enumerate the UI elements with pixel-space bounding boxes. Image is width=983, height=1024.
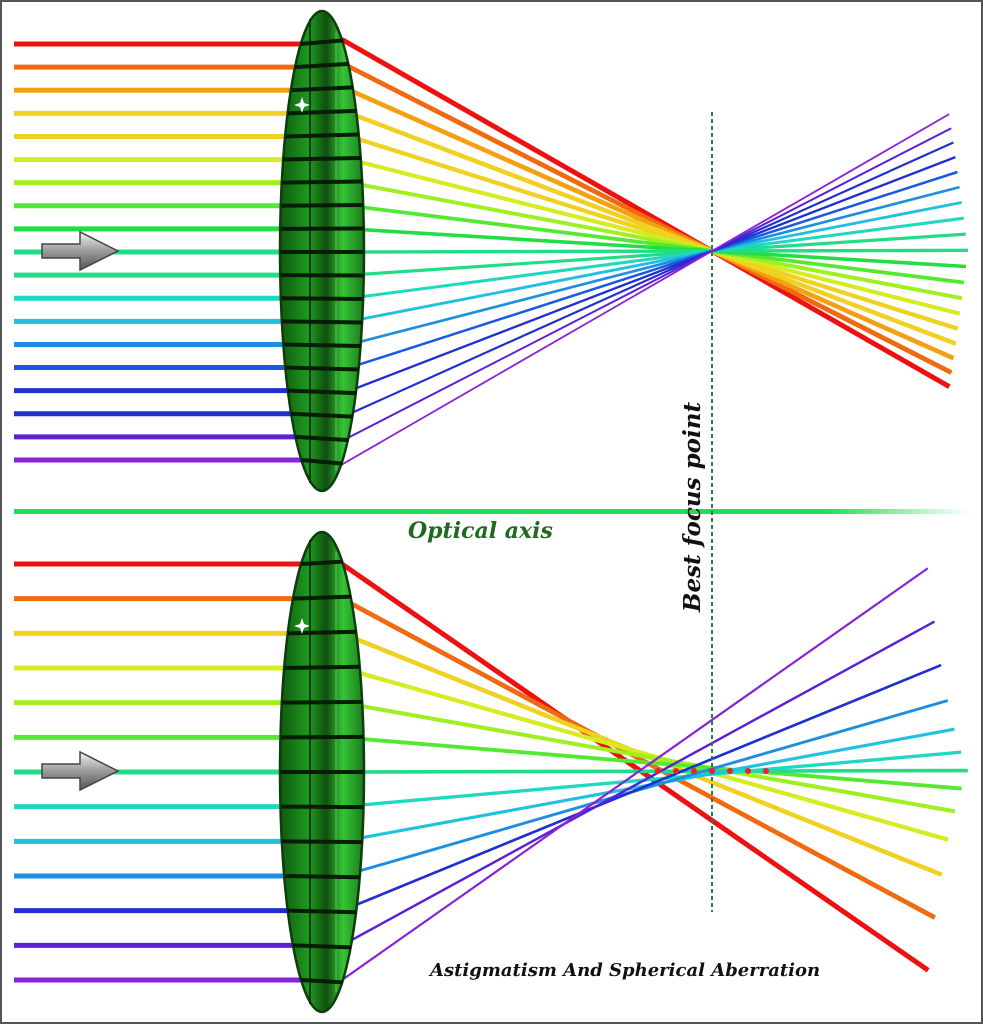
refracted-ray (341, 700, 956, 814)
refracted-ray (341, 131, 959, 331)
lens-ray-band (285, 365, 359, 372)
refracted-ray (340, 596, 936, 920)
lens-ray-band (287, 388, 357, 396)
optical-axis-label: Optical axis (408, 518, 553, 544)
lens-ray-band (281, 699, 363, 705)
refracted-ray (341, 663, 942, 912)
top-lens (278, 9, 366, 493)
lens-ray-band (292, 943, 352, 950)
refracted-ray (341, 179, 963, 301)
refracted-ray (341, 699, 949, 878)
lens-ray-band (284, 874, 360, 880)
refracted-ray (341, 620, 936, 947)
refracted-ray (341, 226, 967, 269)
refracted-ray (341, 155, 961, 316)
refracted-ray (341, 156, 956, 395)
refracted-ray (341, 248, 968, 254)
lens-ray-band (280, 202, 364, 208)
lens-ray-band (300, 559, 344, 566)
lens-ray-band (281, 319, 363, 325)
lens-ray-band (280, 296, 364, 302)
lens-ray-band (283, 155, 361, 162)
focus-dot (709, 768, 715, 774)
refracted-ray (340, 60, 953, 375)
refracted-ray (341, 84, 955, 361)
focus-dot (745, 768, 751, 774)
focus-dot (655, 768, 661, 774)
focus-dots (655, 768, 769, 774)
lens-ray-band (287, 108, 357, 116)
lens-ray-band (300, 38, 344, 46)
refracted-ray (341, 127, 952, 442)
refracted-ray (341, 216, 964, 301)
lens-ray-band (287, 908, 357, 915)
bottom-ray-bundle (14, 561, 968, 983)
right-arrow-icon (41, 230, 120, 272)
lens-ray-band (290, 85, 354, 93)
lens-ray-band (291, 411, 353, 419)
lens-ray-band (281, 179, 363, 185)
lens-ray-band (284, 664, 360, 670)
lens-ray-band (294, 61, 350, 70)
top-arrow (41, 230, 120, 272)
focus-dot (691, 768, 697, 774)
lens-ray-band (283, 342, 361, 349)
refracted-ray (341, 185, 960, 348)
refracted-ray (341, 202, 965, 285)
refracted-ray (341, 113, 950, 466)
bottom-lens (278, 530, 366, 1014)
focus-dot (673, 768, 679, 774)
refracted-ray (341, 665, 949, 842)
lens-ray-band (287, 629, 357, 636)
refracted-ray (341, 750, 962, 809)
lens-ray-band (281, 839, 363, 845)
sparkle-icon (294, 97, 310, 113)
optical-axis-line (14, 509, 969, 514)
refracted-ray (341, 567, 929, 981)
focus-dot (763, 768, 769, 774)
refracted-ray (341, 141, 954, 419)
refracted-ray (340, 561, 930, 973)
focus-dot (727, 768, 733, 774)
sparkle-icon (294, 618, 310, 634)
lens-ray-band (285, 132, 359, 139)
refracted-ray (340, 37, 951, 389)
refracted-ray (341, 170, 958, 372)
lens-ray-band (292, 594, 352, 601)
refracted-ray (341, 232, 966, 278)
caption: Astigmatism And Spherical Aberration (428, 960, 820, 981)
right-arrow-icon (41, 750, 120, 792)
refracted-ray (341, 768, 968, 774)
lens-ray-band (295, 434, 349, 443)
lens-ray-band (301, 458, 343, 466)
refracted-ray (341, 108, 957, 346)
best-focus-label: Best focus point (679, 402, 706, 613)
bottom-arrow (41, 750, 120, 792)
refracted-ray (341, 201, 962, 325)
lens-ray-band (300, 978, 344, 985)
